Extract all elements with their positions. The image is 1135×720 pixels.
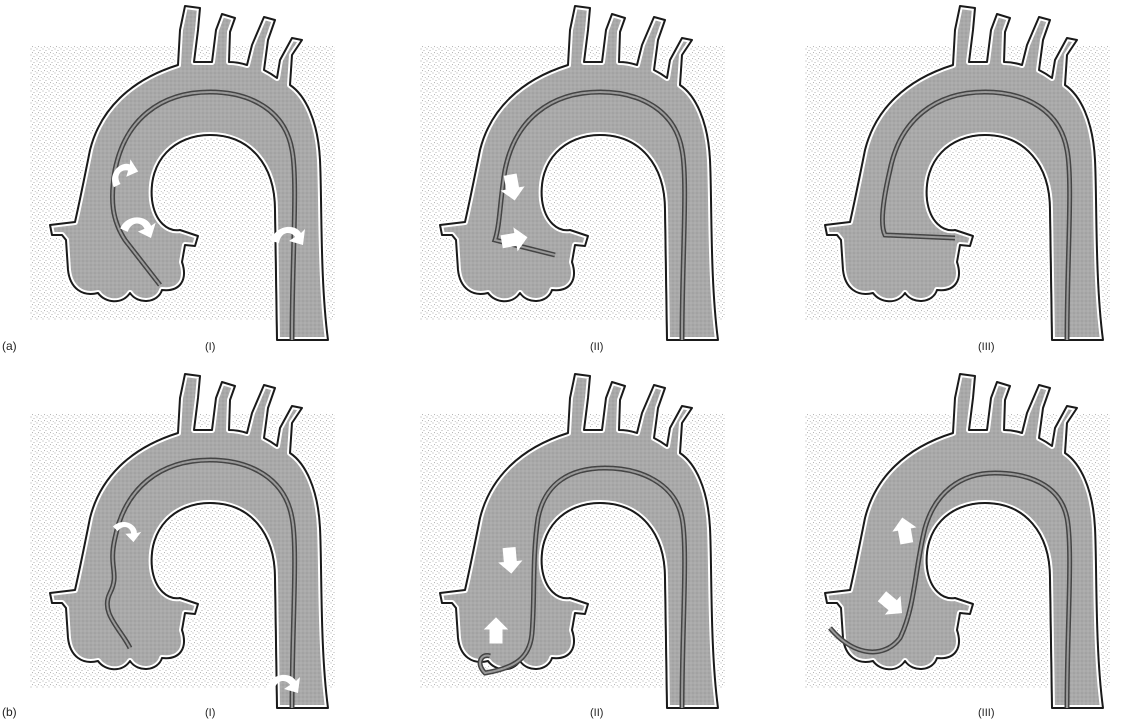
row-label-b: (b) [2, 705, 17, 719]
panel-label-b2: (II) [590, 707, 603, 719]
panel-label-b1: (I) [205, 707, 215, 719]
panel-label-b3: (III) [978, 707, 995, 719]
panel-a-3 [805, 6, 1110, 340]
panel-a-1 [30, 6, 335, 340]
panel-label-a1: (I) [205, 341, 215, 353]
row-label-a: (a) [2, 339, 17, 353]
panel-label-a3: (III) [978, 341, 995, 353]
panel-a-2 [420, 6, 725, 340]
panel-b-2 [420, 374, 725, 708]
panel-label-a2: (II) [590, 341, 603, 353]
panel-b-1 [30, 374, 335, 708]
panel-b-3 [805, 374, 1110, 708]
